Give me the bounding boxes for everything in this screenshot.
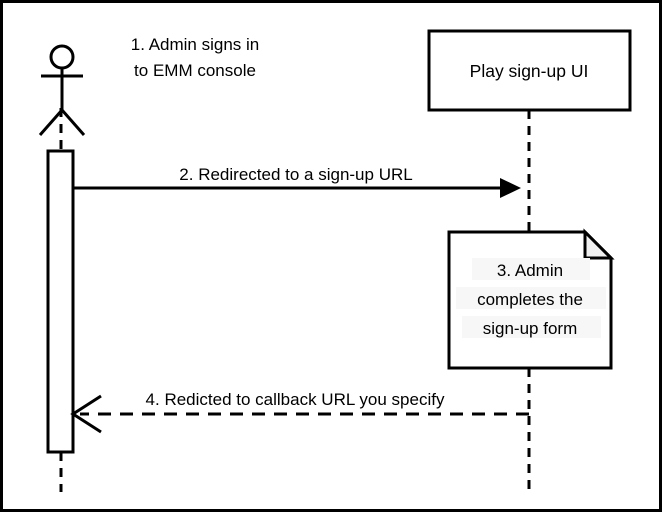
- step-3-label-line-3: sign-up form: [483, 319, 577, 338]
- note-text-highlight-3: [462, 316, 601, 338]
- step-4-message-label: 4. Redicted to callback URL you specify: [146, 390, 445, 409]
- actor-head-icon: [49, 44, 75, 70]
- step-4-arrowhead-icon: [70, 394, 102, 434]
- step-3-label-line-2: completes the: [477, 290, 583, 309]
- step-3-label-line-1: 3. Admin: [497, 261, 563, 280]
- actor-left-leg-icon: [38, 109, 64, 136]
- participant-label-play-signup-ui: Play sign-up UI: [470, 61, 589, 81]
- step-2-message-label: 2. Redirected to a sign-up URL: [179, 165, 412, 184]
- step-2-arrowhead-icon: [500, 178, 521, 198]
- note-text-highlight-1: [472, 258, 590, 280]
- activation-bar-admin: [46, 149, 75, 454]
- note-fold-corner-icon: [583, 228, 615, 260]
- note-text-highlight-2: [456, 287, 606, 309]
- note-step-3[interactable]: 3. Admin completes the sign-up form: [447, 228, 615, 370]
- step-1-label-line-2: to EMM console: [134, 61, 256, 80]
- step-1-label-line-1: 1. Admin signs in: [131, 35, 260, 54]
- actor-right-leg-icon: [60, 109, 86, 136]
- actor-admin: [38, 44, 86, 136]
